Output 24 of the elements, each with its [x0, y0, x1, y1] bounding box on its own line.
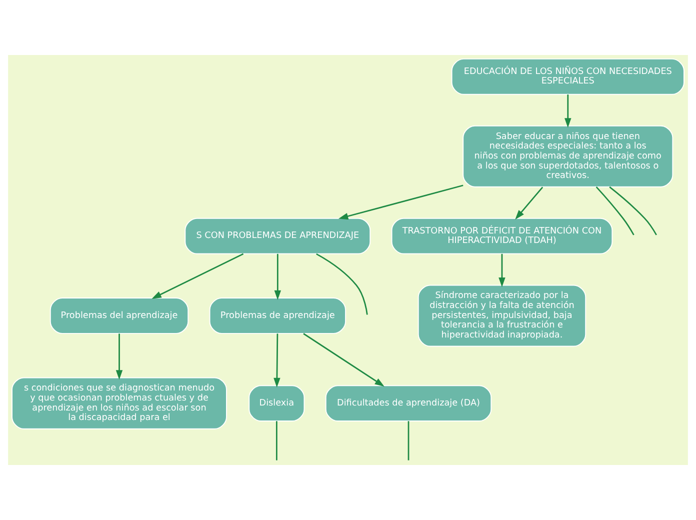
arrow: [116, 334, 123, 380]
node-box: Dificultades de aprendizaje (DA): [325, 385, 492, 422]
node-box: EDUCACIÓN DE LOS NIÑOS CON NECESIDADES ESPECIALES: [451, 58, 684, 95]
node-box: S CON PROBLEMAS DE APRENDIZAJE: [184, 218, 371, 254]
node-box: Saber educar a niños que tienen necesidades especiales: tanto a los niños con problemas de aprendizaje como a los que son superdotados, talentosos o creativos.: [462, 125, 674, 188]
connector: [316, 253, 368, 315]
node-box: TRASTORNO POR DÉFICIT DE ATENCIÓN CON HIPERACTIVIDAD (TDAH): [391, 218, 613, 254]
arrow: [274, 254, 282, 300]
node-box: Dislexia: [248, 385, 305, 422]
arrow: [303, 333, 384, 387]
arrow: [498, 254, 506, 288]
node-box: s condiciones que se diagnostican menudo y que ocasionan problemas ctuales y de aprendizaje en los niños ad escolar son la discapacidad para el: [12, 377, 227, 430]
arrow: [152, 253, 244, 299]
node-box: Problemas de aprendizaje: [209, 298, 346, 334]
node-box: Síndrome caracterizado por la distracción y la falta de atención persistentes, impulsividad, baja tolerancia a la frustración e hiperactividad inapropiada.: [418, 284, 586, 347]
connector: [596, 186, 634, 236]
arrow: [338, 184, 464, 220]
arrow: [274, 334, 280, 388]
arrow: [564, 94, 572, 128]
connector: [276, 421, 278, 460]
connector: [408, 421, 410, 460]
arrow: [515, 186, 544, 220]
connector: [609, 186, 657, 236]
node-box: Problemas del aprendizaje: [50, 298, 189, 334]
